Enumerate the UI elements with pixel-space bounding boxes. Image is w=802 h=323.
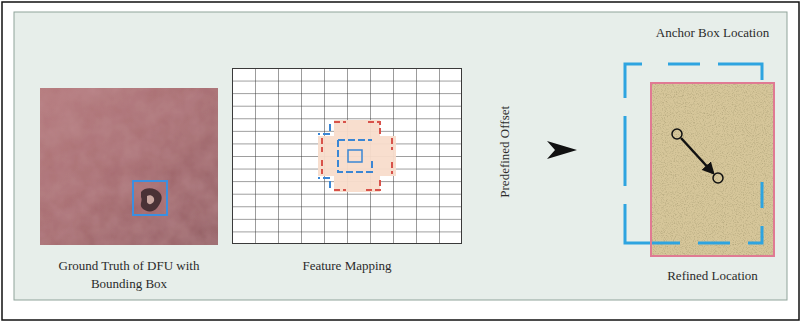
photo-panel: Ground Truth of DFU with Bounding Box — [40, 88, 218, 245]
feature-map-panel: Feature Mapping — [232, 68, 462, 244]
caption: Ground Truth of DFU with Bounding Box — [34, 257, 224, 292]
wound-photo — [40, 88, 218, 245]
offset-label: Predefined Offset — [497, 106, 513, 198]
panel — [14, 12, 787, 300]
chevron-arrow — [547, 141, 577, 159]
anchor-refine-figure — [625, 64, 775, 257]
caption: Refined Location — [623, 267, 802, 285]
caption: Feature Mapping — [232, 257, 462, 275]
feature-grid — [232, 68, 462, 244]
refined-box: Anchor Box LocationRefined Location — [650, 82, 775, 257]
caption: Anchor Box Location — [623, 24, 802, 42]
